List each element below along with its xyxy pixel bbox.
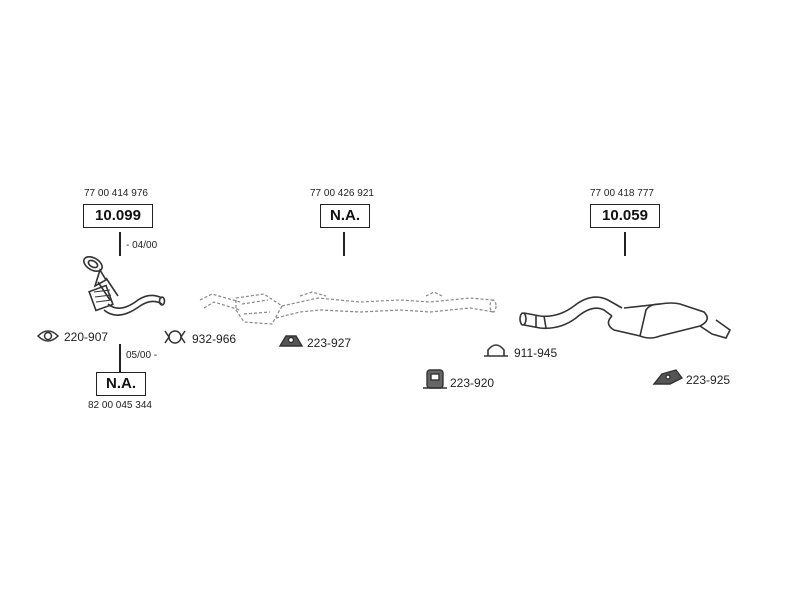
rear-silencer-part-number[interactable]: 10.059 xyxy=(590,204,660,228)
accessory-code-223-925[interactable]: 223-925 xyxy=(686,373,731,387)
front-pipe-oem-number: 77 00 414 976 xyxy=(84,188,148,199)
accessory-code-911-945[interactable]: 911-945 xyxy=(514,346,558,360)
clamp-icon[interactable] xyxy=(164,330,186,344)
accessory-code-220-907[interactable]: 220-907 xyxy=(64,330,109,344)
front-pipe-alt-part-number[interactable]: N.A. xyxy=(96,372,146,396)
catalyst-part[interactable] xyxy=(199,291,497,325)
rear-silencer-part[interactable] xyxy=(519,296,732,339)
rubber-mount-icon[interactable] xyxy=(278,335,304,347)
accessory-code-223-920[interactable]: 223-920 xyxy=(450,376,495,390)
accessory-code-932-966[interactable]: 932-966 xyxy=(192,332,237,346)
front-pipe-part[interactable] xyxy=(81,254,166,316)
front-pipe-alt-date-range: 05/00 - xyxy=(126,350,158,361)
front-pipe-date-range: - 04/00 xyxy=(126,240,158,251)
bracket-icon[interactable] xyxy=(652,369,684,385)
accessory-code-223-927[interactable]: 223-927 xyxy=(307,336,352,350)
front-pipe-part-number[interactable]: 10.099 xyxy=(83,204,153,228)
gasket-icon[interactable] xyxy=(36,330,60,342)
rear-silencer-oem-number: 77 00 418 777 xyxy=(590,188,654,199)
front-pipe-alt-oem-number: 82 00 045 344 xyxy=(88,400,152,411)
catalyst-part-number[interactable]: N.A. xyxy=(320,204,370,228)
rubber-hanger-icon[interactable] xyxy=(423,369,447,389)
u-clamp-icon[interactable] xyxy=(484,344,508,357)
catalyst-oem-number: 77 00 426 921 xyxy=(310,188,374,199)
